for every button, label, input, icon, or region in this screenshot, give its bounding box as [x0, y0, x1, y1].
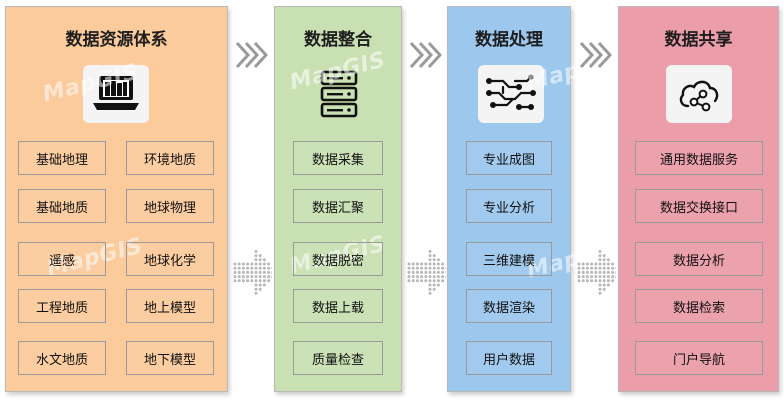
item-quality-check: 质量检查: [293, 341, 383, 375]
item-data-exchange-interface: 数据交换接口: [635, 189, 763, 223]
item-basic-geography: 基础地理: [18, 141, 106, 175]
column-data-integration: 数据整合 MapGIS MapGIS 数据采集 数据汇聚 数据脱密 数据上载 质…: [274, 6, 402, 392]
item-data-collection: 数据采集: [293, 141, 383, 175]
chevron-right-icon: [409, 41, 442, 69]
item-engineering-geology: 工程地质: [18, 289, 106, 323]
item-remote-sensing: 遥感: [18, 242, 106, 276]
item-data-rendering: 数据渲染: [466, 289, 552, 323]
dotted-arrow-right-icon: [407, 250, 446, 295]
item-surface-model: 地上模型: [126, 289, 214, 323]
item-data-analysis: 数据分析: [635, 242, 763, 276]
dotted-arrow-right-icon: [233, 250, 272, 295]
chevron-right-icon: [235, 41, 268, 69]
item-geochemistry: 地球化学: [126, 242, 214, 276]
laptop-books-icon: [83, 65, 149, 123]
item-underground-model: 地下模型: [126, 341, 214, 375]
item-thematic-mapping: 专业成图: [466, 141, 552, 175]
item-3d-modeling: 三维建模: [466, 242, 552, 276]
chevron-right-icon: [579, 41, 612, 69]
column-data-processing: 数据处理 MapGIS MapGIS 专业成图: [447, 6, 625, 392]
item-basic-geology: 基础地质: [18, 189, 106, 223]
item-general-data-service: 通用数据服务: [635, 141, 763, 175]
column-title: 数据处理: [475, 30, 543, 50]
item-data-aggregation: 数据汇聚: [293, 189, 383, 223]
item-thematic-analysis: 专业分析: [466, 189, 552, 223]
item-data-upload: 数据上载: [293, 289, 383, 323]
item-portal-navigation: 门户导航: [635, 341, 763, 375]
item-data-desensitization: 数据脱密: [293, 242, 383, 276]
column-title: 数据共享: [664, 30, 733, 50]
column-title: 数据资源体系: [65, 30, 168, 50]
cloud-share-icon: [666, 65, 732, 123]
server-stack-icon: [306, 65, 372, 123]
item-user-data: 用户数据: [466, 341, 552, 375]
item-hydrogeology: 水文地质: [18, 341, 106, 375]
column-data-sharing: 数据共享 通用数据服务 数据交换接口 数据分析 数据检索 门户导航: [618, 6, 779, 392]
item-geophysics: 地球物理: [126, 189, 214, 223]
item-environmental-geology: 环境地质: [126, 141, 214, 175]
dotted-arrow-right-icon: [577, 250, 616, 295]
item-data-retrieval: 数据检索: [635, 289, 763, 323]
column-title: 数据整合: [304, 30, 372, 50]
circuit-icon: [478, 65, 544, 123]
column-data-resources: 数据资源体系 MapGIS MapGIS 基础地理 环境地质 基础地质 地球物理…: [5, 6, 228, 392]
